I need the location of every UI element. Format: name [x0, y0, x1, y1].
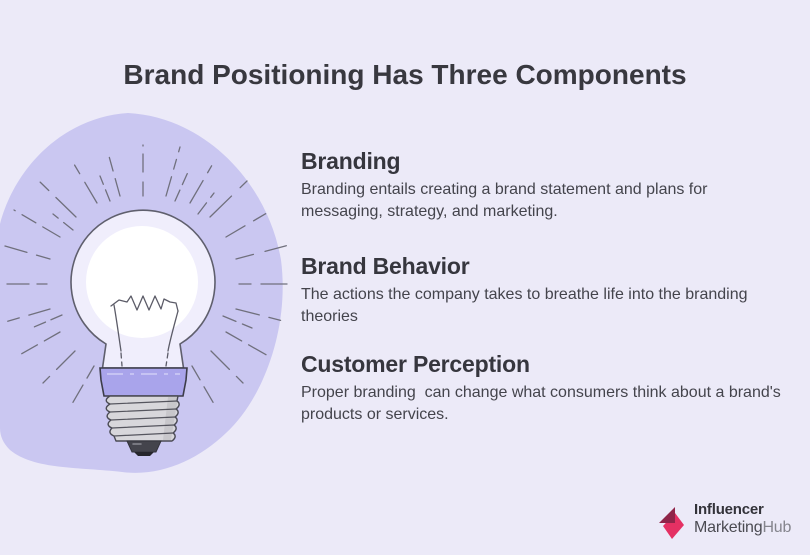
section-branding: Branding Branding entails creating a bra… [301, 148, 783, 222]
light-rays-icon [4, 144, 294, 405]
section-customer-perception-body: Proper branding can change what consumer… [301, 384, 786, 423]
section-brand-behavior-heading: Brand Behavior [301, 253, 470, 279]
logo-text: Influencer MarketingHub [694, 501, 792, 536]
bulb-collar [99, 367, 188, 397]
bulb-contact-tip [126, 440, 162, 456]
influencer-marketinghub-logo: Influencer MarketingHub [659, 501, 792, 542]
section-branding-heading: Branding [301, 148, 401, 174]
page-title: Brand Positioning Has Three Components [123, 58, 687, 90]
section-customer-perception: Customer Perception Proper branding can … [301, 351, 783, 425]
section-branding-body: Branding entails creating a brand statem… [301, 181, 712, 220]
filament-icon [110, 295, 179, 367]
section-brand-behavior-body: The actions the company takes to breathe… [301, 286, 752, 325]
logo-marketinghub-text: MarketingHub [694, 518, 792, 536]
bulb-glow [86, 226, 198, 338]
section-brand-behavior: Brand Behavior The actions the company t… [301, 253, 783, 327]
bulb-screw-base [105, 395, 180, 442]
section-customer-perception-heading: Customer Perception [301, 351, 530, 377]
logo-arrow-icon [659, 507, 684, 539]
logo-influencer-text: Influencer [694, 501, 764, 518]
